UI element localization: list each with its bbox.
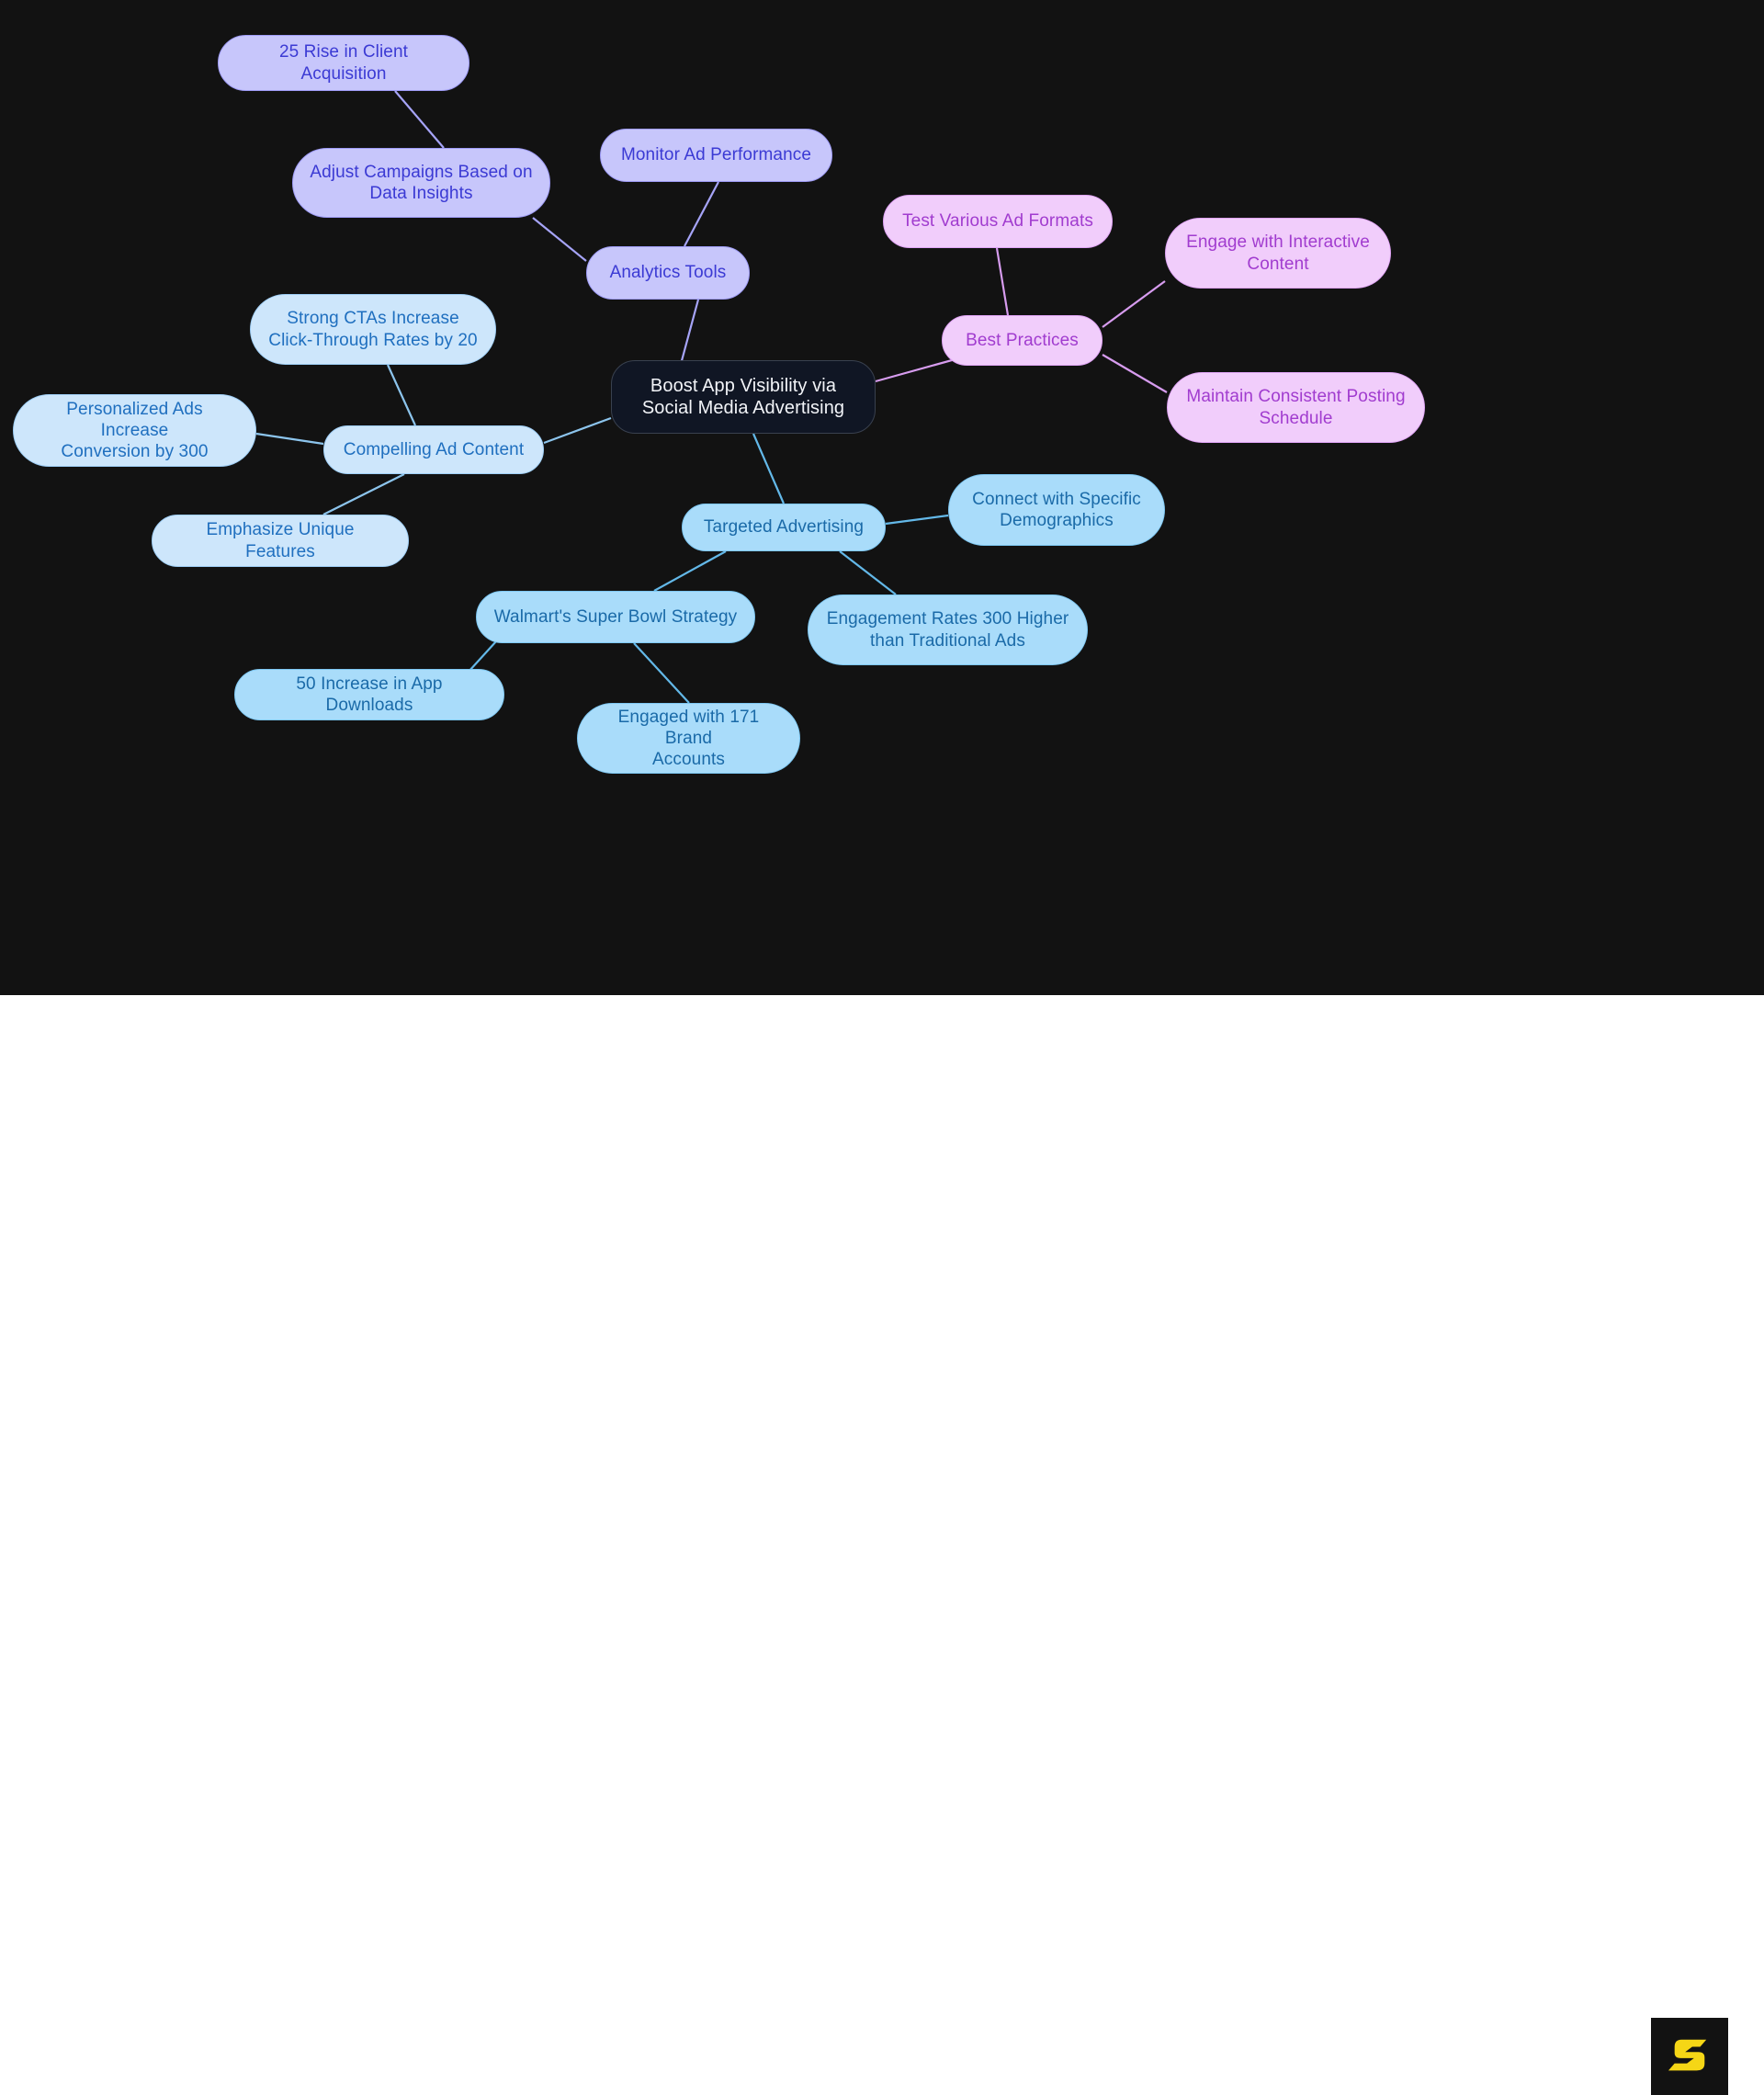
node-test-various-ad-formats[interactable]: Test Various Ad Formats bbox=[883, 195, 1113, 248]
edge-targeted-engagement-rates bbox=[839, 550, 897, 595]
node-compelling-ad-content[interactable]: Compelling Ad Content bbox=[323, 425, 544, 474]
node-personalized-ads-increase-conversion[interactable]: Personalized Ads Increase Conversion by … bbox=[13, 394, 256, 467]
node-engagement-rates-label: Engagement Rates 300 Higher than Traditi… bbox=[826, 609, 1069, 651]
node-targeted-advertising[interactable]: Targeted Advertising bbox=[682, 504, 886, 551]
s-logo-icon bbox=[1668, 2039, 1707, 2071]
edge-walmart-50-increase-downloads bbox=[468, 640, 497, 673]
edge-root-analytics-tools bbox=[678, 299, 700, 368]
node-50-increase-downloads-label: 50 Increase in App Downloads bbox=[296, 674, 443, 715]
node-50-increase-in-app-downloads[interactable]: 50 Increase in App Downloads bbox=[234, 669, 504, 720]
node-maintain-consistent-posting-schedule[interactable]: Maintain Consistent Posting Schedule bbox=[1167, 372, 1425, 443]
edge-best-practices-test-various-ad-formats bbox=[995, 247, 1010, 316]
node-emphasize-unique-features-label: Emphasize Unique Features bbox=[206, 520, 355, 561]
edge-compelling-strong-ctas bbox=[386, 364, 417, 426]
edge-analytics-tools-adjust-campaigns bbox=[532, 217, 587, 262]
node-analytics-tools[interactable]: Analytics Tools bbox=[586, 246, 750, 300]
node-engagement-rates-300-higher[interactable]: Engagement Rates 300 Higher than Traditi… bbox=[808, 595, 1088, 665]
node-adjust-campaigns-based-on-data-insights[interactable]: Adjust Campaigns Based on Data Insights bbox=[292, 148, 550, 218]
node-engage-with-interactive-content[interactable]: Engage with Interactive Content bbox=[1165, 218, 1391, 289]
edge-analytics-tools-monitor-ad-performance bbox=[684, 181, 719, 247]
edge-targeted-walmart-super-bowl bbox=[653, 550, 727, 592]
node-walmart-super-bowl-label: Walmart's Super Bowl Strategy bbox=[493, 606, 738, 627]
node-walmarts-super-bowl-strategy[interactable]: Walmart's Super Bowl Strategy bbox=[476, 591, 755, 643]
node-monitor-ad-performance-label: Monitor Ad Performance bbox=[620, 145, 812, 165]
node-emphasize-unique-features[interactable]: Emphasize Unique Features bbox=[152, 515, 409, 567]
s-logo[interactable] bbox=[1651, 2018, 1728, 2095]
node-targeted-advertising-label: Targeted Advertising bbox=[703, 517, 865, 538]
node-engaged-171-brand-label: Engaged with 171 Brand Accounts bbox=[617, 707, 760, 770]
node-strong-ctas-increase-click-through-rates[interactable]: Strong CTAs Increase Click-Through Rates… bbox=[250, 294, 496, 365]
node-adjust-campaigns-label: Adjust Campaigns Based on Data Insights bbox=[310, 162, 533, 203]
edge-compelling-emphasize-unique bbox=[322, 473, 405, 515]
edge-best-practices-maintain-posting-schedule bbox=[1102, 354, 1168, 393]
edge-root-compelling-ad-content bbox=[543, 416, 612, 445]
node-monitor-ad-performance[interactable]: Monitor Ad Performance bbox=[600, 129, 832, 182]
node-analytics-tools-label: Analytics Tools bbox=[609, 263, 727, 283]
node-engage-interactive-label: Engage with Interactive Content bbox=[1186, 232, 1370, 274]
node-personalized-ads-label: Personalized Ads Increase Conversion by … bbox=[61, 399, 209, 462]
node-best-practices-label: Best Practices bbox=[966, 330, 1079, 350]
edge-compelling-personalized-ads bbox=[255, 432, 324, 446]
node-root-label: Boost App Visibility via Social Media Ad… bbox=[641, 375, 845, 418]
edge-layer bbox=[255, 90, 1168, 704]
node-connect-demographics-label: Connect with Specific Demographics bbox=[972, 489, 1141, 530]
edge-targeted-connect-demographics bbox=[885, 514, 949, 526]
mindmap-canvas[interactable]: Boost App Visibility via Social Media Ad… bbox=[0, 0, 1764, 995]
edge-best-practices-engage-interactive bbox=[1102, 280, 1166, 328]
footer-bar bbox=[0, 995, 1764, 2095]
node-compelling-ad-content-label: Compelling Ad Content bbox=[343, 439, 525, 459]
node-engaged-with-171-brand-accounts[interactable]: Engaged with 171 Brand Accounts bbox=[577, 703, 800, 774]
node-strong-ctas-label: Strong CTAs Increase Click-Through Rates… bbox=[268, 309, 478, 350]
edge-adjust-campaigns-25-rise bbox=[394, 90, 445, 149]
node-25-rise-in-client-acquisition[interactable]: 25 Rise in Client Acquisition bbox=[218, 35, 469, 91]
edge-root-targeted-advertising bbox=[752, 433, 786, 504]
node-connect-with-specific-demographics[interactable]: Connect with Specific Demographics bbox=[948, 474, 1165, 546]
node-root[interactable]: Boost App Visibility via Social Media Ad… bbox=[611, 360, 876, 434]
node-test-various-ad-formats-label: Test Various Ad Formats bbox=[902, 211, 1093, 232]
node-25-rise-label: 25 Rise in Client Acquisition bbox=[278, 42, 409, 84]
edge-walmart-engaged-171-brand bbox=[633, 642, 690, 704]
node-best-practices[interactable]: Best Practices bbox=[942, 315, 1102, 366]
node-maintain-posting-schedule-label: Maintain Consistent Posting Schedule bbox=[1186, 387, 1406, 428]
